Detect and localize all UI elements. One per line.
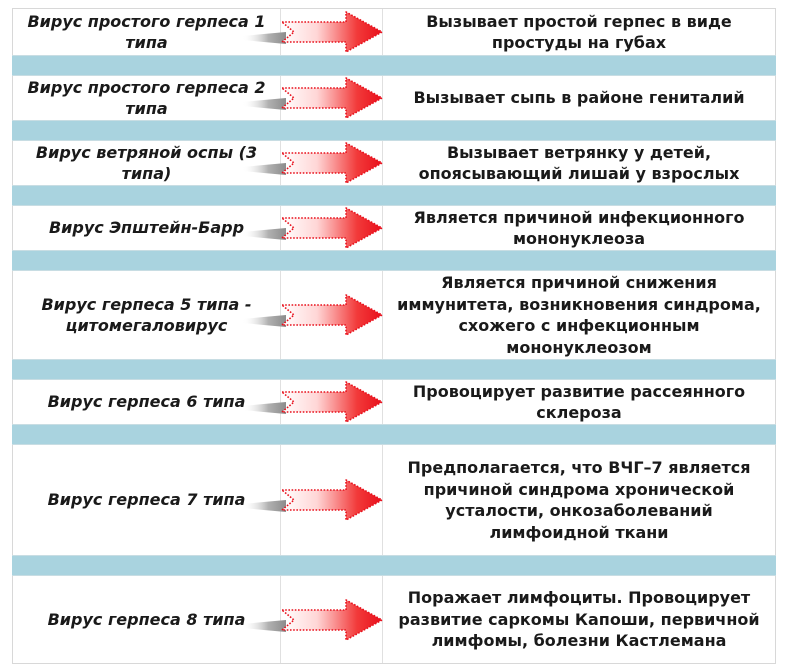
table-row: Вирус Эпштейн-Барр Является причиной инф… — [12, 206, 776, 250]
virus-effect: Провоцирует развитие рассеянного склероз… — [412, 381, 746, 423]
table-row: Вирус герпеса 6 типа Провоцирует развити… — [12, 380, 776, 424]
virus-effect: Является причиной снижения иммунитета, в… — [397, 273, 761, 357]
virus-effect: Вызывает простой герпес в виде простуды … — [426, 11, 732, 53]
row-separator — [12, 424, 776, 445]
table-row: Вирус простого герпеса 1 типа Вызывает п… — [12, 9, 776, 55]
table-row: Вирус герпеса 8 типа Поражает лимфоциты.… — [12, 576, 776, 664]
virus-name: Вирус Эпштейн-Барр — [13, 206, 281, 250]
virus-effect: Предполагается, что ВЧГ–7 является причи… — [407, 458, 751, 542]
virus-name: Вирус герпеса 8 типа — [13, 576, 281, 663]
virus-effect: Поражает лимфоциты. Провоцирует развитие… — [398, 588, 760, 651]
virus-name: Вирус герпеса 6 типа — [13, 380, 281, 424]
row-separator — [12, 359, 776, 380]
virus-effect: Является причиной инфекционного мононукл… — [413, 207, 745, 249]
virus-name: Вирус простого герпеса 2 типа — [13, 76, 281, 120]
virus-name: Вирус ветряной оспы (3 типа) — [13, 141, 281, 185]
row-separator — [12, 185, 776, 206]
right-arrow-icon — [242, 207, 383, 249]
right-arrow-icon — [242, 11, 383, 53]
right-arrow-icon — [242, 294, 383, 336]
virus-name: Вирус герпеса 7 типа — [13, 445, 281, 555]
herpes-virus-table: Вирус простого герпеса 1 типа Вызывает п… — [12, 8, 776, 664]
row-separator — [12, 120, 776, 141]
row-separator — [12, 250, 776, 271]
right-arrow-icon — [242, 381, 383, 423]
virus-name: Вирус простого герпеса 1 типа — [13, 9, 281, 55]
virus-name: Вирус герпеса 5 типа - цитомегаловирус — [13, 271, 281, 359]
virus-effect: Вызывает ветрянку у детей, опоясывающий … — [418, 142, 740, 184]
table-row: Вирус ветряной оспы (3 типа) Вызывает ве… — [12, 141, 776, 185]
right-arrow-icon — [242, 142, 383, 184]
right-arrow-icon — [242, 479, 383, 521]
table-row: Вирус простого герпеса 2 типа Вызывает с… — [12, 76, 776, 120]
row-separator — [12, 555, 776, 576]
right-arrow-icon — [242, 599, 383, 641]
right-arrow-icon — [242, 77, 383, 119]
row-separator — [12, 55, 776, 76]
table-row: Вирус герпеса 5 типа - цитомегаловирус Я… — [12, 271, 776, 359]
virus-effect: Вызывает сыпь в районе гениталий — [413, 88, 745, 108]
table-row: Вирус герпеса 7 типа Предполагается, что… — [12, 445, 776, 555]
